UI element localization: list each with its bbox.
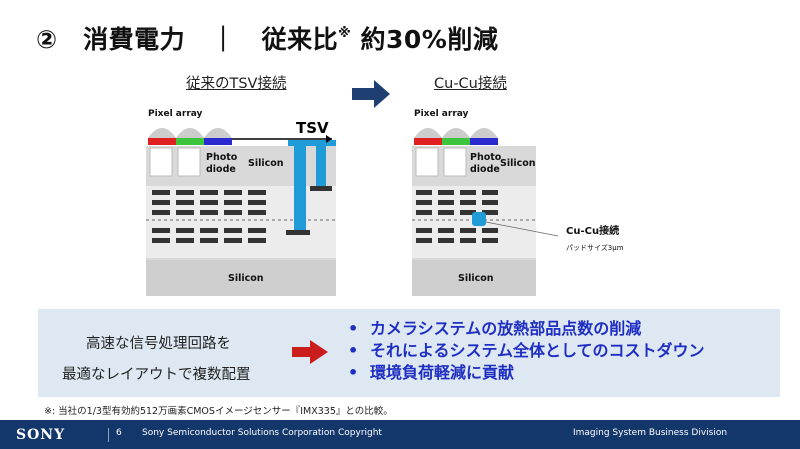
- left-diagram: TSV Pixel array Photo diode Silicon Sili…: [146, 109, 336, 296]
- right-microlens-icon: [414, 128, 498, 138]
- right-diagram: Cu-Cu接続 パッドサイズ3μm Pixel array Photo diod…: [412, 109, 624, 296]
- right-photo-label: Photo: [470, 152, 502, 163]
- navy-arrow-icon: [352, 80, 390, 108]
- page-number: 6: [116, 428, 122, 438]
- pad-size-label: パッドサイズ3μm: [566, 243, 624, 252]
- right-silicon-top-label: Silicon: [500, 158, 536, 169]
- right-diagram-caption: Cu-Cu接続: [434, 76, 507, 92]
- benefit-list: •カメラシステムの放熱部品点数の削減 •それによるシステム全体としてのコストダウ…: [348, 318, 705, 384]
- left-silicon-bottom-label: Silicon: [228, 273, 264, 284]
- benefit-item: •それによるシステム全体としてのコストダウン: [348, 341, 705, 360]
- summary-left-line-2: 最適なレイアウトで複数配置: [62, 367, 251, 383]
- red-arrow-icon: [292, 340, 328, 364]
- sensor-diagrams: TSV Pixel array Photo diode Silicon Sili…: [146, 80, 624, 296]
- tsv-label: TSV: [296, 119, 329, 137]
- footer-bar: SONY 6 Sony Semiconductor Solutions Corp…: [0, 420, 800, 449]
- left-photo-label: Photo: [206, 152, 238, 163]
- cu-cu-label: Cu-Cu接続: [566, 224, 619, 237]
- right-pixel-array-label: Pixel array: [414, 109, 469, 119]
- benefit-item: •環境負荷軽減に貢献: [348, 363, 515, 382]
- footer-divider: [108, 428, 109, 442]
- footnote: ※: 当社の1/3型有効約512万画素CMOSイメージセンサー『IMX335』と…: [44, 406, 393, 417]
- sony-logo: SONY: [16, 427, 66, 443]
- left-pixel-array-label: Pixel array: [148, 109, 203, 119]
- right-diode-label: diode: [470, 164, 500, 175]
- left-silicon-top-label: Silicon: [248, 158, 284, 169]
- left-diagram-caption: 従来のTSV接続: [186, 76, 287, 92]
- slide-title: ② 消費電力 ｜ 従来比※ 約30%削減: [36, 25, 499, 54]
- left-microlens-icon: [148, 128, 232, 138]
- summary-left-line-1: 高速な信号処理回路を: [86, 336, 231, 352]
- right-silicon-bottom-label: Silicon: [458, 273, 494, 284]
- summary-box: [38, 309, 780, 397]
- benefit-item: •カメラシステムの放熱部品点数の削減: [348, 319, 642, 338]
- cu-cu-pad: [472, 212, 486, 226]
- division-name: Imaging System Business Division: [573, 428, 728, 438]
- copyright-text: Sony Semiconductor Solutions Corporation…: [142, 428, 382, 438]
- tsv-via: [288, 140, 336, 230]
- left-diode-label: diode: [206, 164, 236, 175]
